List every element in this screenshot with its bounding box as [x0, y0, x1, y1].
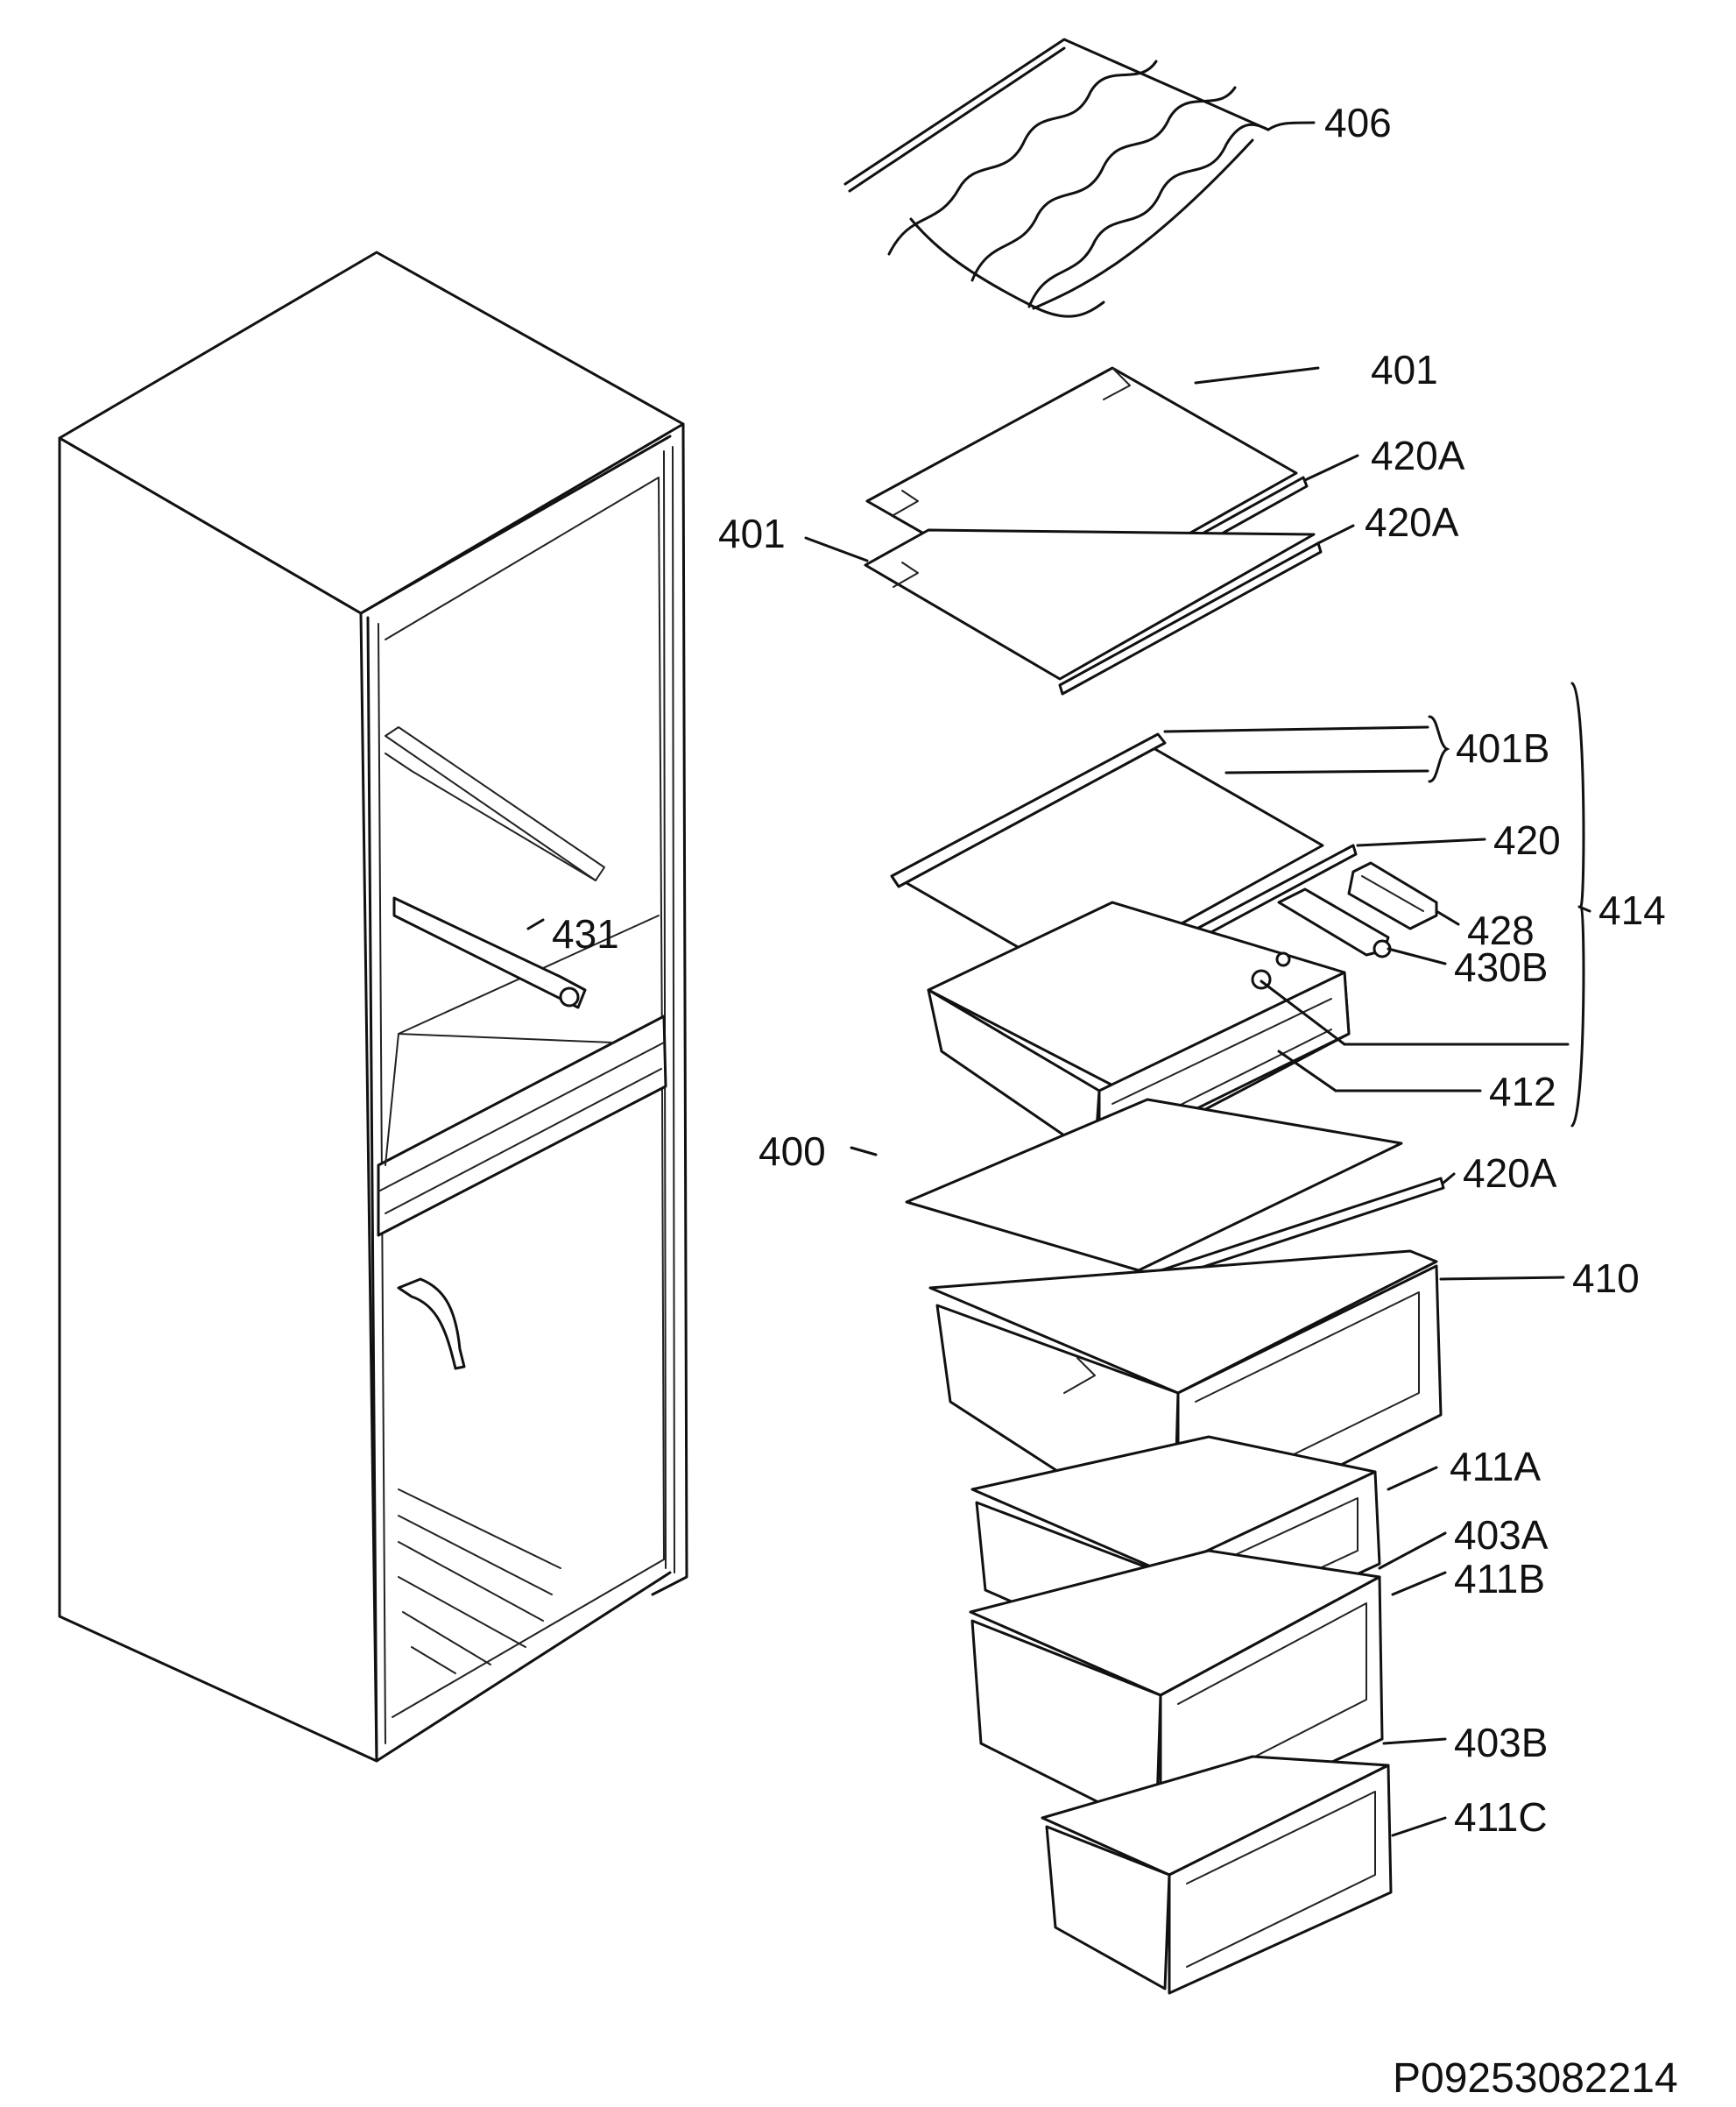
label-406: 406: [1324, 100, 1392, 145]
glass-cover-400: [905, 1098, 1403, 1272]
label-420a-upper: 420A: [1371, 433, 1465, 478]
callout-labels: 406 401 420A 401 420A 401B 420 428 414 4…: [552, 100, 1666, 1840]
bracket-428: [1347, 861, 1438, 930]
label-428: 428: [1467, 908, 1535, 953]
wine-rack-406: [843, 38, 1270, 318]
label-400: 400: [759, 1128, 826, 1174]
label-412: 412: [1489, 1069, 1556, 1114]
label-430b: 430B: [1454, 944, 1548, 990]
label-420a-bottom: 420A: [1463, 1150, 1557, 1196]
trim-strip-420a-lower: [1058, 541, 1323, 696]
label-410: 410: [1572, 1255, 1640, 1301]
label-411c: 411C: [1454, 1794, 1548, 1840]
label-420: 420: [1493, 817, 1561, 863]
label-411b: 411B: [1454, 1556, 1545, 1601]
label-411a: 411A: [1450, 1444, 1541, 1489]
label-401-lower: 401: [718, 511, 786, 556]
freezer-drawer-411c: [1041, 1755, 1393, 1995]
label-414: 414: [1598, 887, 1666, 933]
document-id: P09253082214: [1393, 2055, 1678, 2102]
label-401-upper: 401: [1371, 347, 1438, 392]
label-420a-lower: 420A: [1365, 499, 1459, 545]
leader-lines: [526, 121, 1591, 1837]
label-403b: 403B: [1454, 1720, 1548, 1765]
pin-430b: [1277, 887, 1392, 958]
label-431: 431: [552, 911, 619, 957]
fridge-cabinet: [58, 251, 688, 1763]
label-403a: 403A: [1454, 1512, 1549, 1558]
label-401b: 401B: [1456, 725, 1549, 771]
glass-shelf-lower-401: [864, 528, 1316, 681]
